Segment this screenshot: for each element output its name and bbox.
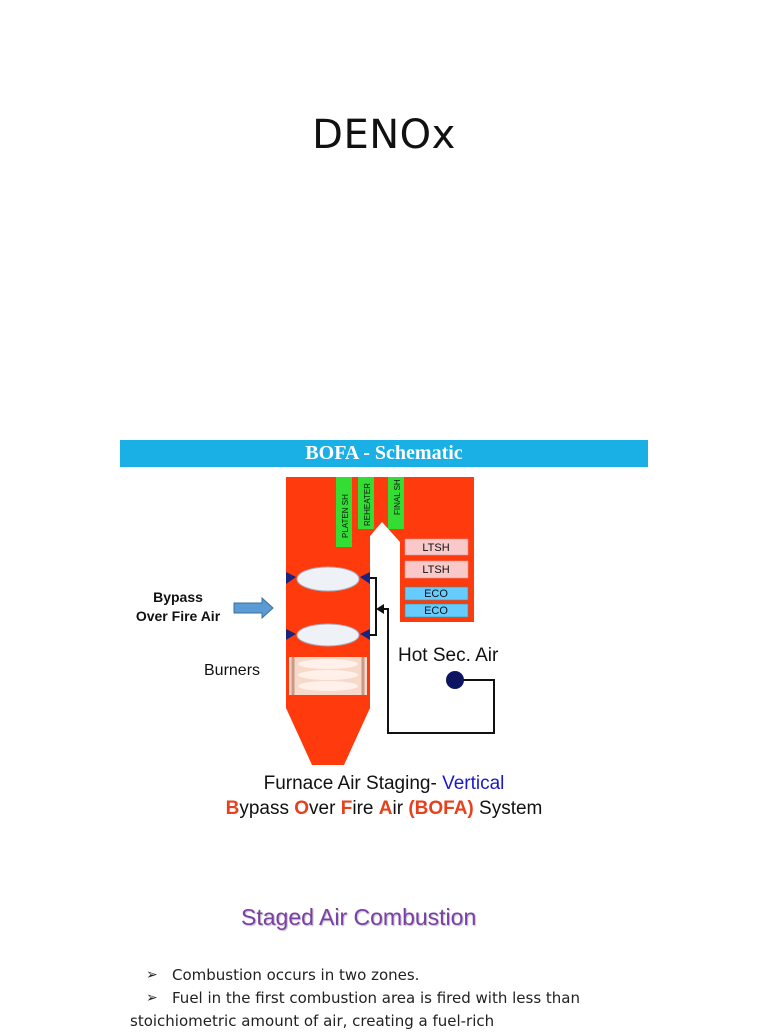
caption-initial-a: A [378, 798, 393, 819]
list-item-continuation: stoichiometric amount of air, creating a… [130, 1010, 746, 1033]
caption-word: ire [352, 798, 379, 819]
list-item: ➢ Fuel in the first combustion area is f… [146, 987, 746, 1010]
upper-ofa-port [286, 566, 370, 592]
hot-sec-air-label: Hot Sec. Air [398, 645, 499, 666]
burners-label: Burners [204, 662, 261, 679]
caption-line1: Furnace Air Staging- Vertical [0, 771, 768, 796]
caption-highlight: Vertical [442, 773, 505, 794]
bypass-ofa-label: Bypass Over Fire Air [118, 588, 238, 626]
eco-block [404, 586, 469, 601]
furnace-body [286, 477, 474, 765]
bofa-schematic-diagram: PLATEN SH REHEATER FINAL SH LTSH LTSH EC… [233, 477, 495, 765]
final-sh-tube [388, 477, 404, 529]
caption-word: ypass [239, 798, 295, 819]
reheater-tube [358, 477, 374, 529]
bypass-label-line2: Over Fire Air [135, 608, 221, 624]
caption-line2: Bypass Over Fire Air (BOFA) System [0, 796, 768, 821]
hot-air-duct [378, 608, 495, 734]
bullet-text: Fuel in the first combustion area is fir… [172, 989, 581, 1007]
bullet-text: stoichiometric amount of air, creating a… [130, 1012, 495, 1030]
eco-label: ECO [424, 605, 448, 617]
caption-initial-o: O [294, 798, 310, 819]
ltsh-block [404, 538, 469, 556]
burner-zone [289, 657, 367, 695]
tube-label-reheater: REHEATER [363, 483, 372, 526]
hot-air-source [446, 671, 464, 689]
eco-label: ECO [424, 588, 448, 600]
schematic-header: BOFA - Schematic [120, 440, 648, 467]
ltsh-label: LTSH [422, 542, 449, 554]
caption-initial-f: F [340, 798, 353, 819]
bullet-arrow-icon: ➢ [146, 967, 158, 983]
caption-prefix: Furnace Air Staging- [263, 773, 443, 794]
lower-ofa-port [286, 623, 370, 647]
page-title: DENOx [312, 112, 456, 158]
tube-label-platen: PLATEN SH [341, 494, 350, 538]
schematic-caption: Furnace Air Staging- Vertical Bypass Ove… [0, 771, 768, 821]
eco-block [404, 603, 469, 618]
caption-word: ir [392, 798, 409, 819]
caption-acronym: (BOFA) [408, 798, 474, 819]
ltsh-label: LTSH [422, 564, 449, 576]
bypass-arrow [233, 596, 274, 620]
bullet-text: Combustion occurs in two zones. [172, 966, 420, 984]
caption-initial-b: B [225, 798, 240, 819]
tube-label-final-sh: FINAL SH [393, 479, 402, 515]
duct-arrow [376, 604, 384, 614]
bypass-label-line1: Bypass [153, 589, 203, 605]
caption-word: ver [309, 798, 341, 819]
platen-sh-tube [336, 477, 352, 547]
ltsh-block [404, 560, 469, 579]
section-title: Staged Air Combustion [241, 904, 477, 930]
bullet-list: ➢ Combustion occurs in two zones. ➢ Fuel… [130, 964, 746, 1033]
caption-word: System [473, 798, 543, 819]
list-item: ➢ Combustion occurs in two zones. [146, 964, 746, 987]
ofa-duct [370, 577, 377, 636]
bullet-arrow-icon: ➢ [146, 990, 158, 1006]
